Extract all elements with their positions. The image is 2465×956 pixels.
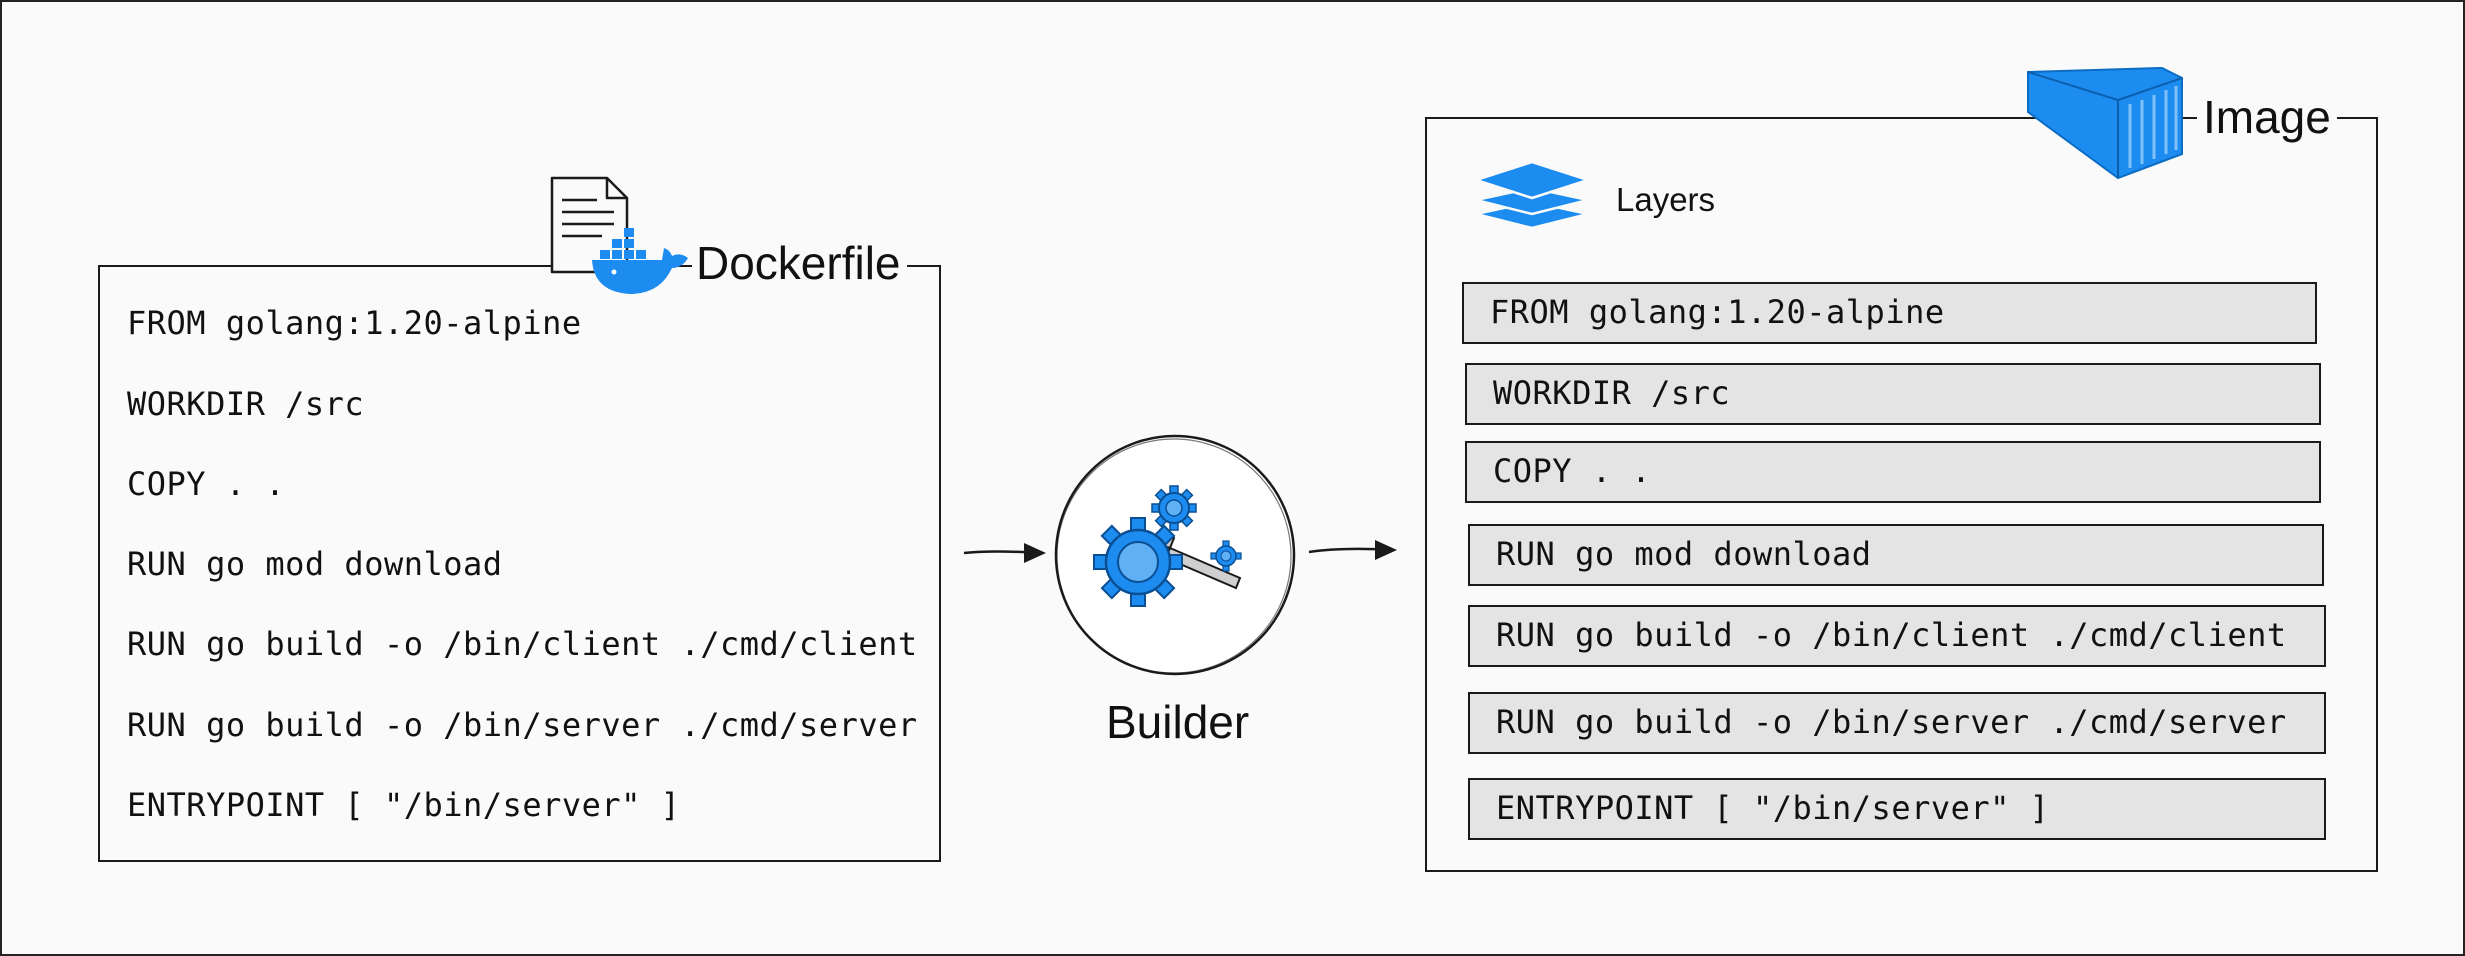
- arrow-to-image: [1308, 540, 1397, 560]
- dockerfile-line: RUN go mod download: [127, 545, 503, 583]
- arrow-to-builder: [963, 543, 1046, 563]
- layers-label: Layers: [1616, 181, 1716, 218]
- image-layer: ENTRYPOINT [ "/bin/server" ]: [1468, 778, 2326, 840]
- dockerfile-line: WORKDIR /src: [127, 385, 365, 423]
- dockerfile-line: COPY . .: [127, 465, 286, 503]
- image-layer: RUN go build -o /bin/client ./cmd/client: [1468, 605, 2326, 667]
- builder-gears-icon: [1054, 434, 1296, 676]
- dockerfile-code: FROM golang:1.20-alpine WORKDIR /src COP…: [127, 267, 927, 857]
- image-title: Image: [2197, 92, 2337, 142]
- dockerfile-icon: [550, 176, 688, 294]
- image-layer: RUN go build -o /bin/server ./cmd/server: [1468, 692, 2326, 754]
- dockerfile-line: FROM golang:1.20-alpine: [127, 304, 582, 342]
- image-layer: RUN go mod download: [1468, 524, 2324, 586]
- image-layer: COPY . .: [1465, 441, 2321, 503]
- layers-icon: [1471, 160, 1593, 230]
- dockerfile-panel: FROM golang:1.20-alpine WORKDIR /src COP…: [98, 265, 941, 862]
- image-panel: [1425, 117, 2378, 872]
- container-icon: [2027, 66, 2183, 180]
- dockerfile-title: Dockerfile: [692, 238, 907, 288]
- builder-label: Builder: [1106, 696, 1250, 748]
- dockerfile-line: ENTRYPOINT [ "/bin/server" ]: [127, 786, 681, 824]
- dockerfile-line: RUN go build -o /bin/client ./cmd/client: [127, 625, 918, 663]
- image-layer: FROM golang:1.20-alpine: [1462, 282, 2317, 344]
- dockerfile-line: RUN go build -o /bin/server ./cmd/server: [127, 706, 918, 744]
- image-layer: WORKDIR /src: [1465, 363, 2321, 425]
